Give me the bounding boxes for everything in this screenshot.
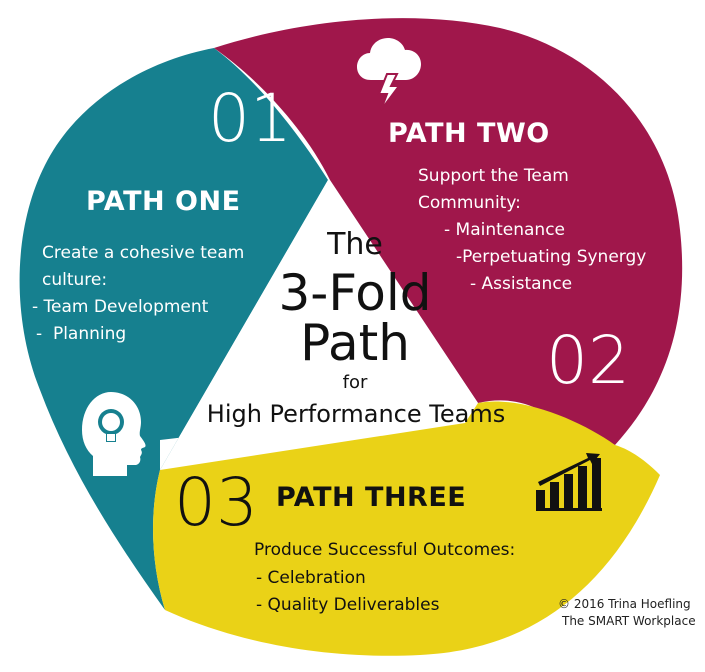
- center-title-for: for: [342, 372, 368, 393]
- center-title-the: The: [327, 227, 383, 262]
- path-two-line-3: - Maintenance: [444, 220, 566, 240]
- path-one-line-4: - Planning: [36, 324, 127, 344]
- path-two-number: 02: [546, 322, 630, 399]
- path-one-line-2: culture:: [42, 270, 108, 290]
- path-two-line-2: Community:: [418, 193, 521, 213]
- path-one-line-3: - Team Development: [32, 297, 209, 317]
- path-three-number: 03: [174, 464, 258, 541]
- lightbulb-head-icon: [82, 392, 146, 476]
- path-one-line-1: Create a cohesive team: [42, 243, 245, 263]
- center-triangle: [160, 180, 478, 470]
- path-three-title: PATH THREE: [276, 482, 467, 513]
- path-two-line-4: -Perpetuating Synergy: [456, 247, 647, 267]
- path-one-number: 01: [208, 80, 292, 157]
- credit-line-2: The SMART Workplace: [562, 614, 696, 628]
- path-three-line-1: Produce Successful Outcomes:: [254, 540, 516, 560]
- path-one-title: PATH ONE: [86, 186, 241, 217]
- path-three-segment: [153, 401, 660, 656]
- credit-line-1: © 2016 Trina Hoefling: [558, 597, 691, 611]
- path-two-segment: [214, 18, 683, 445]
- bar-chart-icon: [536, 453, 602, 511]
- path-two-title: PATH TWO: [388, 118, 550, 149]
- center-subtitle: High Performance Teams: [206, 400, 506, 428]
- center-title-path: Path: [300, 314, 410, 372]
- path-two-line-1: Support the Team: [418, 166, 569, 186]
- path-three-line-2: - Celebration: [256, 568, 366, 588]
- path-two-line-5: - Assistance: [470, 274, 573, 294]
- storm-cloud-icon: [357, 38, 421, 111]
- center-title-3-fold: 3-Fold: [278, 264, 432, 322]
- path-three-line-3: - Quality Deliverables: [256, 595, 440, 615]
